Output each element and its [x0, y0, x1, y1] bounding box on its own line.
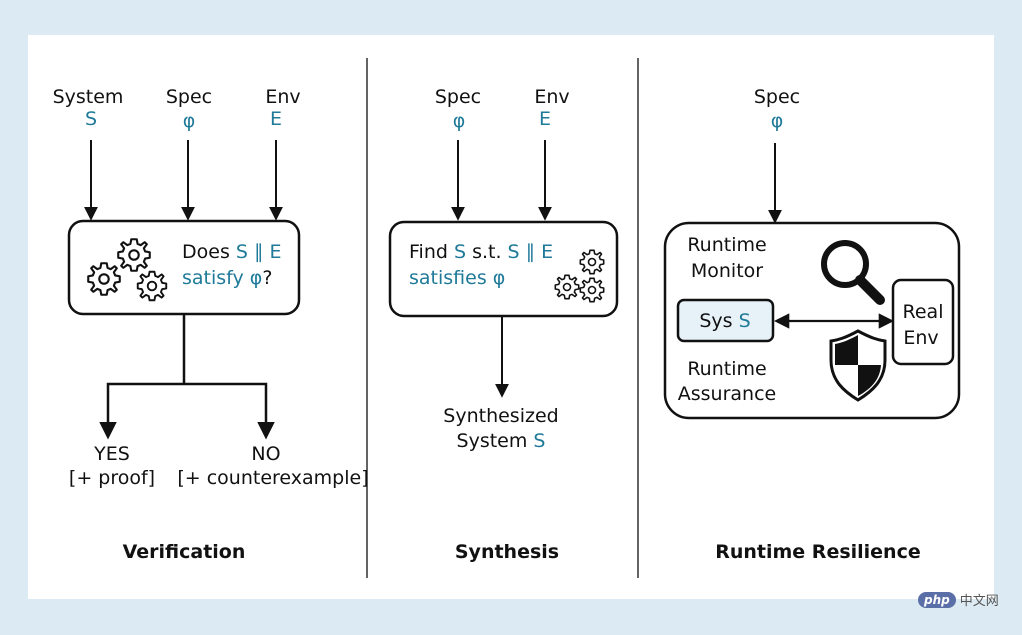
- verification-input-system-label: System: [53, 86, 124, 108]
- runtime-section: Spec φ Runtime Monitor Sys S Real Env Ru…: [663, 86, 961, 563]
- sys-box-label: Sys S: [699, 310, 750, 332]
- verification-branch-no: [184, 382, 275, 440]
- magnifier-icon: [821, 240, 885, 305]
- runtime-assurance-line1: Runtime: [687, 358, 766, 380]
- synthesis-input-env-var: E: [539, 108, 551, 130]
- verification-no-label: NO: [251, 443, 280, 465]
- synthesis-box-line2: satisfies φ: [409, 267, 505, 289]
- verification-box-line1: Does S ∥ E: [182, 241, 282, 263]
- synthesis-output-line2: System S: [457, 430, 546, 452]
- verification-yes-note: [+ proof]: [69, 467, 155, 489]
- real-env-line1: Real: [903, 301, 944, 323]
- verification-branch-yes: [99, 382, 184, 440]
- runtime-monitor-line1: Runtime: [687, 234, 766, 256]
- runtime-title: Runtime Resilience: [715, 541, 921, 563]
- verification-input-spec-var: φ: [183, 110, 196, 132]
- synthesis-section: Spec φ Env E Find S s.t. S ∥ E satisfies…: [388, 86, 619, 563]
- synthesis-output-line1: Synthesized: [443, 405, 558, 427]
- synthesis-input-spec-var: φ: [453, 110, 466, 132]
- synthesis-box-line1: Find S s.t. S ∥ E: [409, 241, 553, 263]
- verification-no-note: [+ counterexample]: [177, 467, 368, 489]
- runtime-assurance-line2: Assurance: [678, 383, 776, 405]
- verification-input-spec-label: Spec: [166, 86, 212, 108]
- verification-input-env-var: E: [270, 108, 282, 130]
- synthesis-title: Synthesis: [455, 541, 559, 563]
- verification-box-line2: satisfy φ?: [182, 267, 272, 289]
- shield-icon: [829, 329, 887, 402]
- watermark-badge: php: [918, 591, 956, 608]
- real-env-box: [891, 278, 955, 366]
- runtime-input-spec-label: Spec: [754, 86, 800, 108]
- sys-box: [676, 298, 775, 343]
- verification-input-env-label: Env: [265, 86, 300, 108]
- runtime-monitor-line2: Monitor: [691, 260, 763, 282]
- watermark-text: 中文网: [959, 594, 999, 609]
- verification-title: Verification: [123, 541, 246, 563]
- synthesis-input-spec-label: Spec: [435, 86, 481, 108]
- real-env-line2: Env: [903, 327, 938, 349]
- synthesis-input-env-label: Env: [534, 86, 569, 108]
- verification-yes-label: YES: [93, 443, 130, 465]
- watermark: php 中文网: [918, 590, 999, 609]
- verification-input-system-var: S: [85, 108, 97, 130]
- runtime-input-spec-var: φ: [771, 110, 784, 132]
- verification-section: System S Spec φ Env E Does S ∥ E satisfy…: [53, 86, 369, 563]
